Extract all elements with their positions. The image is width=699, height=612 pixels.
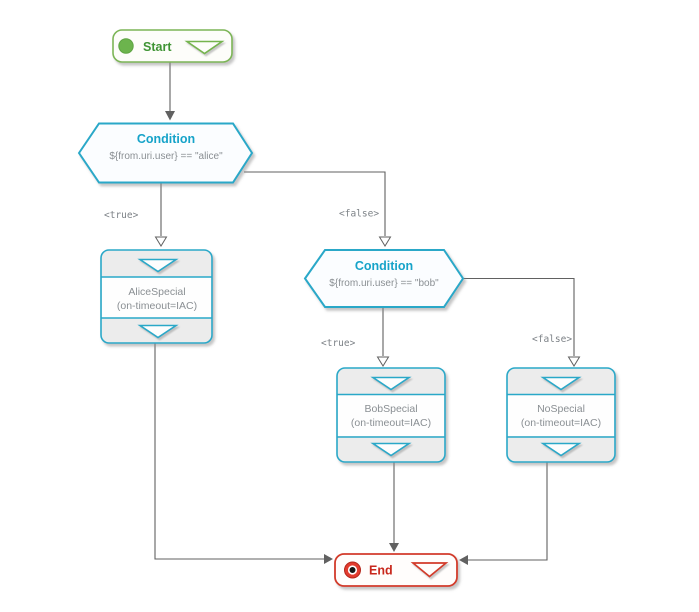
task-param: (on-timeout=IAC): [117, 300, 197, 312]
filled-arrowhead-icon: [459, 555, 468, 565]
task-middle-section: [508, 395, 614, 436]
edge-condition-bob-false: <false>: [463, 277, 581, 367]
chevron-down-icon: [184, 40, 225, 55]
edge-bob-task-to-end: [389, 462, 399, 552]
end-record-dot: [349, 567, 356, 573]
open-arrowhead-icon: [154, 236, 168, 247]
condition-hexagon: [77, 122, 254, 184]
bob-special-task-node[interactable]: BobSpecial (on-timeout=IAC): [336, 367, 446, 463]
task-middle-section: [338, 395, 444, 436]
edge-condition-bob-true: <true>: [321, 307, 390, 367]
task-border: [100, 249, 213, 344]
end-label: End: [369, 564, 393, 578]
open-arrowhead-icon: [378, 236, 392, 247]
no-special-task-node[interactable]: NoSpecial (on-timeout=IAC): [506, 367, 616, 463]
connector-line: [468, 462, 548, 561]
start-node[interactable]: Start: [112, 29, 233, 63]
filled-arrowhead-icon: [165, 111, 175, 121]
task-name: NoSpecial: [537, 403, 585, 415]
condition-title: Condition: [137, 132, 195, 146]
filled-arrowhead-icon: [389, 543, 399, 552]
connector-line: [463, 277, 575, 356]
condition-expression: ${from.uri.user} == "alice": [109, 151, 223, 162]
edge-label-true: <true>: [321, 338, 356, 349]
end-node[interactable]: End: [334, 553, 458, 587]
chevron-down-icon: [410, 562, 449, 578]
edge-condition-alice-true: <true>: [104, 183, 168, 247]
task-border: [336, 367, 446, 463]
edge-start-to-condition-alice: [165, 62, 175, 121]
task-middle-section: [102, 277, 211, 318]
end-node-body: [334, 553, 458, 587]
filled-arrowhead-icon: [324, 554, 333, 564]
task-border: [506, 367, 616, 463]
chevron-down-icon: [540, 442, 582, 457]
edge-label-true: <true>: [104, 210, 139, 221]
chevron-down-icon: [137, 324, 179, 339]
task-param: (on-timeout=IAC): [351, 417, 431, 429]
edge-condition-alice-false: <false>: [244, 171, 392, 247]
task-param: (on-timeout=IAC): [521, 417, 601, 429]
alice-special-task-node[interactable]: AliceSpecial (on-timeout=IAC): [100, 249, 213, 344]
connector-line: [244, 171, 386, 236]
edge-label-false: <false>: [532, 334, 572, 345]
chevron-down-icon: [370, 442, 412, 457]
end-record-icon: [344, 561, 361, 579]
start-node-body: [112, 29, 233, 63]
condition-bob-node[interactable]: Condition ${from.uri.user} == "bob": [303, 249, 465, 308]
chevron-down-icon: [137, 258, 179, 273]
task-name: BobSpecial: [364, 403, 417, 415]
edge-alice-task-to-end: [154, 343, 333, 564]
condition-title: Condition: [355, 259, 413, 273]
chevron-down-icon: [540, 376, 582, 391]
task-name: AliceSpecial: [128, 286, 185, 298]
open-arrowhead-icon: [376, 356, 390, 367]
condition-expression: ${from.uri.user} == "bob": [329, 278, 439, 289]
start-label: Start: [143, 40, 172, 54]
chevron-down-icon: [370, 376, 412, 391]
start-circle-icon: [118, 38, 134, 54]
connector-line: [154, 343, 324, 560]
edge-label-false: <false>: [339, 209, 379, 220]
condition-alice-node[interactable]: Condition ${from.uri.user} == "alice": [77, 122, 254, 184]
condition-hexagon: [303, 249, 465, 308]
edge-no-task-to-end: [459, 462, 548, 565]
open-arrowhead-icon: [567, 356, 581, 367]
